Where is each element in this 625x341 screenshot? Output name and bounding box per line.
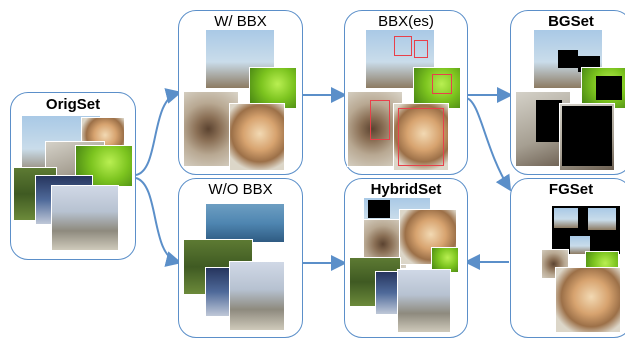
birds-masked-thumbnail <box>533 29 603 89</box>
bird-crop <box>554 208 578 228</box>
arrow-bbxes-to-fgset <box>465 97 512 192</box>
dog-thumbnail <box>51 185 119 251</box>
wo-bbx-box: W/O BBX <box>178 178 303 338</box>
bounding-box <box>398 108 444 166</box>
hybridset-box: HybridSet <box>344 178 468 338</box>
bounding-box <box>432 74 452 94</box>
mask-block <box>596 76 622 100</box>
origset-box: OrigSet <box>10 92 136 260</box>
mask-block <box>536 100 562 142</box>
mask-block <box>368 200 390 218</box>
bounding-box <box>414 40 428 58</box>
snail-masked-thumbnail <box>559 103 615 171</box>
bird-crop <box>588 208 616 230</box>
bbxes-label: BBX(es) <box>378 13 434 30</box>
origset-label: OrigSet <box>45 96 101 113</box>
bgset-box: BGSet <box>510 10 625 175</box>
w-bbx-label: W/ BBX <box>214 13 267 30</box>
bird-leaf-thumbnail <box>249 67 297 109</box>
arrow-orig-to-wobbx <box>135 177 182 267</box>
bounding-box <box>370 100 390 140</box>
birds-foreground-thumbnail <box>551 205 621 255</box>
fgset-label: FGSet <box>548 181 594 198</box>
snail-foreground-thumbnail <box>555 267 621 333</box>
dog-thumbnail <box>229 261 285 331</box>
bounding-box <box>394 36 412 56</box>
bird-leaf-masked-thumbnail <box>581 67 625 109</box>
wo-bbx-label: W/O BBX <box>208 181 273 198</box>
w-bbx-box: W/ BBX <box>178 10 303 175</box>
fgset-box: FGSet <box>510 178 625 338</box>
otters-thumbnail <box>205 203 285 243</box>
arrow-orig-to-wbbx <box>135 88 182 176</box>
mask-block <box>562 106 612 166</box>
bird-crop <box>570 236 590 254</box>
dog-thumbnail <box>397 269 451 333</box>
birds-thumbnail <box>365 29 435 89</box>
bgset-label: BGSet <box>548 13 594 30</box>
mask-block <box>558 50 578 68</box>
snail-thumbnail <box>229 103 285 171</box>
bbxes-box: BBX(es) <box>344 10 468 175</box>
hybridset-label: HybridSet <box>370 181 442 198</box>
snail-thumbnail <box>393 103 449 171</box>
